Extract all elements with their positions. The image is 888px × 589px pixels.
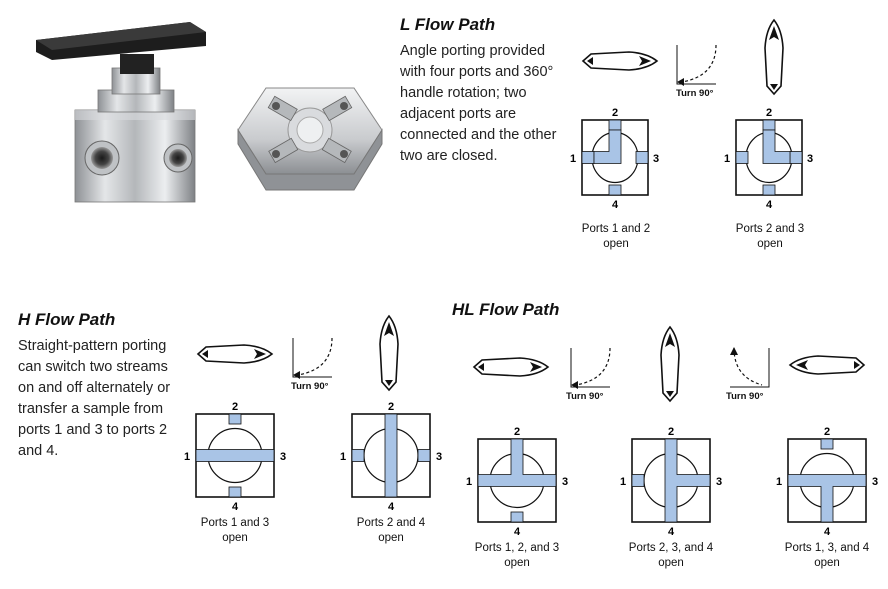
port-label-left: 1 [184, 451, 190, 463]
h-flow-path-description: Straight-pattern porting can switch two … [18, 338, 171, 459]
hl-diagram-ports-2-3-4: 2 4 1 3 [620, 426, 722, 538]
port-label-bottom: 4 [232, 501, 239, 513]
l-flow-path-description: Angle porting provided with four ports a… [400, 43, 557, 164]
turn-arrow-icon [570, 347, 611, 389]
port-label-left: 1 [620, 476, 626, 488]
port-label-right: 3 [653, 153, 659, 165]
port-label-bottom: 4 [514, 526, 521, 538]
port-label-right: 3 [872, 476, 878, 488]
turn-arrow-icon [676, 44, 717, 86]
handle-icon [379, 314, 399, 392]
port-label-top: 2 [388, 401, 394, 413]
h-caption-2: Ports 2 and 4 open [356, 517, 426, 544]
port-label-bottom: 4 [766, 199, 773, 211]
port-label-left: 1 [724, 153, 730, 165]
turn-label: Turn 90° [291, 381, 329, 392]
port-label-top: 2 [668, 426, 674, 438]
handle-icon [788, 355, 866, 375]
handle-icon [196, 344, 274, 364]
hl-caption-1: Ports 1, 2, and 3 open [474, 542, 560, 569]
port-label-right: 3 [280, 451, 286, 463]
port-label-top: 2 [612, 107, 618, 119]
l-caption-2: Ports 2 and 3 open [735, 223, 805, 250]
port-label-bottom: 4 [612, 199, 619, 211]
h-caption-1: Ports 1 and 3 open [200, 517, 270, 544]
l-diagram-ports-1-2: 2 4 1 3 [570, 107, 659, 211]
port-label-bottom: 4 [388, 501, 395, 513]
handle-icon [581, 51, 659, 71]
turn-label: Turn 90° [676, 88, 714, 99]
h-diagram-ports-1-3: 2 4 1 3 [184, 401, 286, 513]
h-diagram-ports-2-4: 2 4 1 3 [340, 401, 442, 513]
hl-flow-path-title: HL Flow Path [452, 300, 560, 319]
port-label-top: 2 [824, 426, 830, 438]
port-label-top: 2 [766, 107, 772, 119]
port-label-bottom: 4 [668, 526, 675, 538]
turn-label: Turn 90° [726, 391, 764, 402]
turn-arrow-icon [730, 347, 770, 388]
port-label-left: 1 [570, 153, 576, 165]
port-label-right: 3 [562, 476, 568, 488]
handle-icon [472, 357, 550, 377]
port-label-bottom: 4 [824, 526, 831, 538]
port-label-left: 1 [776, 476, 782, 488]
port-label-left: 1 [340, 451, 346, 463]
handle-icon [660, 325, 680, 403]
port-label-right: 3 [716, 476, 722, 488]
port-label-left: 1 [466, 476, 472, 488]
port-label-right: 3 [807, 153, 813, 165]
hl-diagram-ports-1-3-4: 2 4 1 3 [776, 426, 878, 538]
turn-label: Turn 90° [566, 391, 604, 402]
l-flow-path-title: L Flow Path [400, 15, 496, 34]
h-flow-path-title: H Flow Path [18, 310, 116, 329]
handle-icon [764, 18, 784, 96]
hl-diagram-ports-1-2-3: 2 4 1 3 [466, 426, 568, 538]
valve-photo-icon [36, 22, 206, 203]
port-label-top: 2 [514, 426, 520, 438]
hl-caption-3: Ports 1, 3, and 4 open [784, 542, 870, 569]
turn-arrow-icon [292, 337, 333, 379]
valve-body-photo-icon [237, 87, 383, 191]
port-label-right: 3 [436, 451, 442, 463]
port-label-top: 2 [232, 401, 238, 413]
l-caption-1: Ports 1 and 2 open [581, 223, 651, 250]
l-diagram-ports-2-3: 2 4 1 3 [724, 107, 813, 211]
hl-caption-2: Ports 2, 3, and 4 open [628, 542, 714, 569]
